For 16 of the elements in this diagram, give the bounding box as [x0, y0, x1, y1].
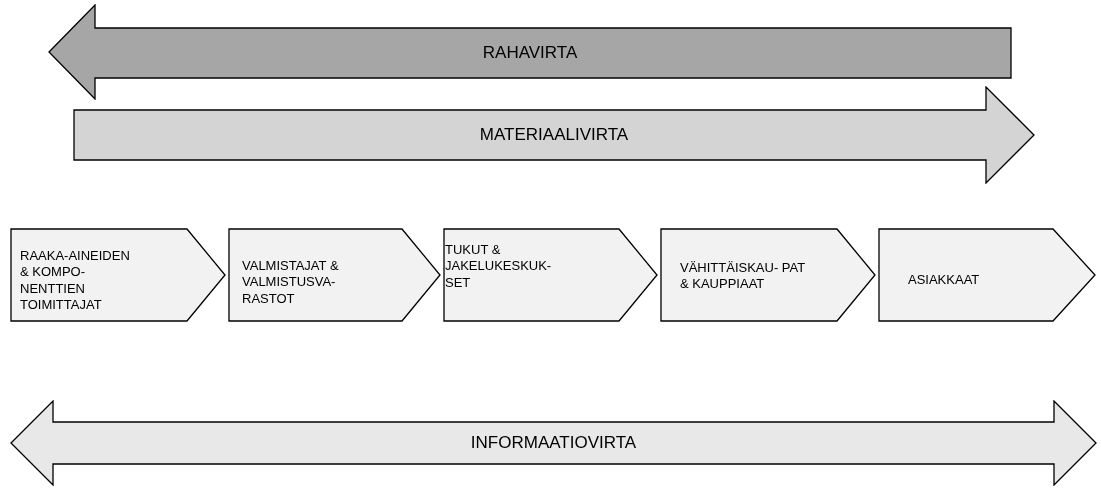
stage-label: VÄHITTÄISKAU- PAT & KAUPPIAAT	[680, 260, 806, 293]
block-arrow	[73, 86, 1035, 184]
stage-label: TUKUT & JAKELUKESKUK- SET	[445, 242, 553, 291]
chevron-shape	[443, 228, 658, 322]
flow-label: INFORMAATIOVIRTA	[470, 431, 637, 454]
stage-label: VALMISTAJAT & VALMISTUSVA- RASTOT	[242, 258, 340, 307]
block-arrow	[48, 4, 1012, 100]
stage-label: ASIAKKAAT	[908, 272, 981, 289]
chevron-shape	[10, 228, 226, 322]
chevron-shape	[228, 228, 441, 322]
chevron-shape	[660, 228, 876, 322]
flow-label: MATERIAALIVIRTA	[479, 123, 629, 146]
chevron-shape	[878, 228, 1096, 322]
stage-label: RAAKA-AINEIDEN & KOMPO- NENTTIEN TOIMITTAJAT	[20, 248, 131, 313]
flow-label: RAHAVIRTA	[482, 41, 578, 64]
block-arrow	[10, 400, 1097, 486]
